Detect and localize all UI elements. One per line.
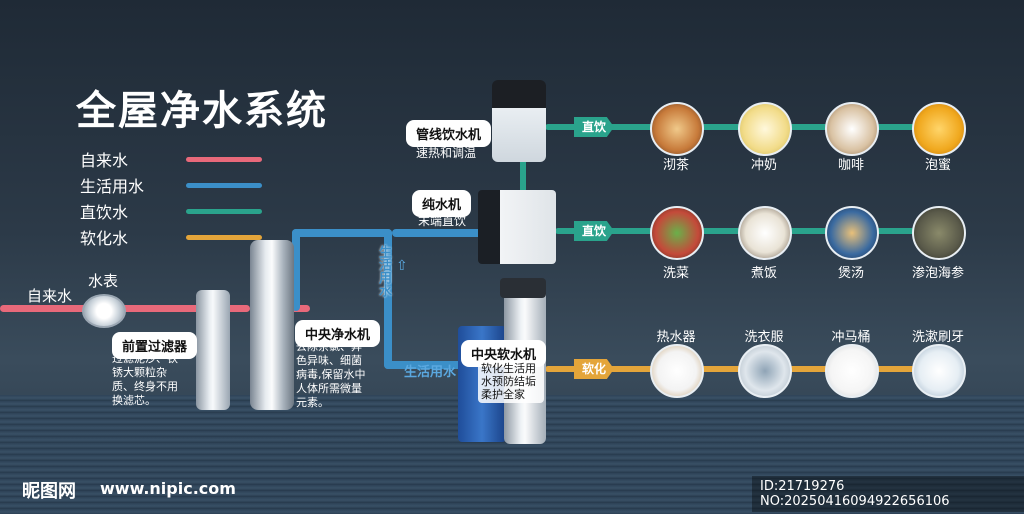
ro-title: 纯水机 xyxy=(412,190,472,217)
direct-tag-1: 直饮 xyxy=(574,117,615,137)
legend-line-domestic xyxy=(186,182,262,188)
central-purifier-device xyxy=(250,240,294,410)
central-purifier-title: 中央净水机 xyxy=(295,320,381,347)
arrow-up-icon: ⇧ xyxy=(396,258,408,274)
usage-item-honey xyxy=(912,102,966,156)
domestic-pipe-riser xyxy=(292,229,300,311)
ro-desc: 末端直饮 xyxy=(418,214,467,228)
usage-item-vegetable xyxy=(650,206,704,260)
direct-pipe-1b xyxy=(670,124,930,130)
ro-machine-device xyxy=(478,190,556,264)
legend-label: 自来水 xyxy=(80,151,129,170)
legend-item-tap: 自来水 xyxy=(80,146,262,172)
footer-logo: 昵图网 xyxy=(22,481,76,502)
toilet-icon xyxy=(825,344,879,398)
legend-label: 软化水 xyxy=(80,229,129,248)
usage-item-sea-cucumber xyxy=(912,206,966,260)
direct-tag-2: 直饮 xyxy=(574,221,615,241)
usage-label: 渗泡海参 xyxy=(911,266,964,281)
tea-icon xyxy=(650,102,704,156)
usage-item-soup xyxy=(825,206,879,260)
usage-label: 煲汤 xyxy=(837,266,864,281)
usage-item-tea xyxy=(650,102,704,156)
prefilter-title: 前置过滤器 xyxy=(112,332,198,359)
softener-valve-head xyxy=(500,278,546,298)
usage-label: 洗菜 xyxy=(662,266,689,281)
usage-label: 泡蜜 xyxy=(924,158,951,173)
inlet-label: 自来水 xyxy=(27,287,73,305)
honey-icon xyxy=(912,102,966,156)
domestic-pipe-to-ro xyxy=(392,229,492,237)
sea-cucumber-icon xyxy=(912,206,966,260)
usage-item-rice xyxy=(738,206,792,260)
page-title: 全屋净水系统 xyxy=(76,88,328,134)
rice-icon xyxy=(738,206,792,260)
legend: 自来水 生活用水 直饮水 软化水 xyxy=(80,146,262,250)
brushing-icon xyxy=(912,344,966,398)
legend-label: 生活用水 xyxy=(80,177,145,196)
footer-id: ID:21719276 NO:20250416094922656106 xyxy=(752,476,1024,512)
usage-item-milk xyxy=(738,102,792,156)
legend-label: 直饮水 xyxy=(80,203,129,222)
domestic-pipe-top xyxy=(292,229,392,237)
vertical-pipe-label: 生活用水 xyxy=(376,245,391,297)
water-meter-icon xyxy=(82,294,126,328)
usage-item-water-heater xyxy=(650,344,704,398)
meter-label: 水表 xyxy=(88,272,119,290)
water-heater-icon xyxy=(650,344,704,398)
legend-line-direct xyxy=(186,208,262,214)
vegetable-icon xyxy=(650,206,704,260)
prefilter-device xyxy=(196,290,230,410)
legend-line-tap xyxy=(186,156,262,162)
horizontal-pipe-label: 生活用水 xyxy=(404,365,457,380)
milk-icon xyxy=(738,102,792,156)
softener-desc: 软化生活用水预防结垢柔护全家 xyxy=(478,360,544,403)
usage-item-washing-machine xyxy=(738,344,792,398)
usage-item-toilet xyxy=(825,344,879,398)
soft-pipe xyxy=(545,366,930,372)
usage-label: 洗漱刷牙 xyxy=(911,330,964,345)
pipeline-dispenser-desc: 速热和调温 xyxy=(416,146,477,160)
usage-item-coffee xyxy=(825,102,879,156)
usage-label: 洗衣服 xyxy=(744,330,784,345)
legend-item-domestic: 生活用水 xyxy=(80,172,262,198)
usage-label: 冲奶 xyxy=(750,158,777,173)
usage-label: 咖啡 xyxy=(837,158,864,173)
legend-line-soft xyxy=(186,234,262,240)
usage-label: 沏茶 xyxy=(662,158,689,173)
domestic-pipe-to-softener xyxy=(384,361,464,369)
usage-label: 热水器 xyxy=(656,330,696,345)
pipeline-dispenser-title: 管线饮水机 xyxy=(406,120,492,147)
soup-icon xyxy=(825,206,879,260)
direct-pipe-connector xyxy=(520,130,526,230)
domestic-pipe-vertical xyxy=(384,229,392,369)
pipeline-dispenser-device xyxy=(492,80,546,162)
washing-machine-icon xyxy=(738,344,792,398)
legend-item-direct: 直饮水 xyxy=(80,198,262,224)
prefilter-desc: 过滤泥沙、铁锈大颗粒杂质、终身不用换滤芯。 xyxy=(112,352,178,407)
coffee-icon xyxy=(825,102,879,156)
footer-url[interactable]: www.nipic.com xyxy=(100,479,236,498)
usage-item-brushing xyxy=(912,344,966,398)
usage-label: 冲马桶 xyxy=(831,330,871,345)
legend-item-soft: 软化水 xyxy=(80,224,262,250)
central-purifier-desc: 去除余氯、异色异味、细菌病毒,保留水中人体所需微量元素。 xyxy=(296,340,366,409)
soft-tag: 软化 xyxy=(574,359,615,379)
usage-label: 煮饭 xyxy=(750,266,777,281)
